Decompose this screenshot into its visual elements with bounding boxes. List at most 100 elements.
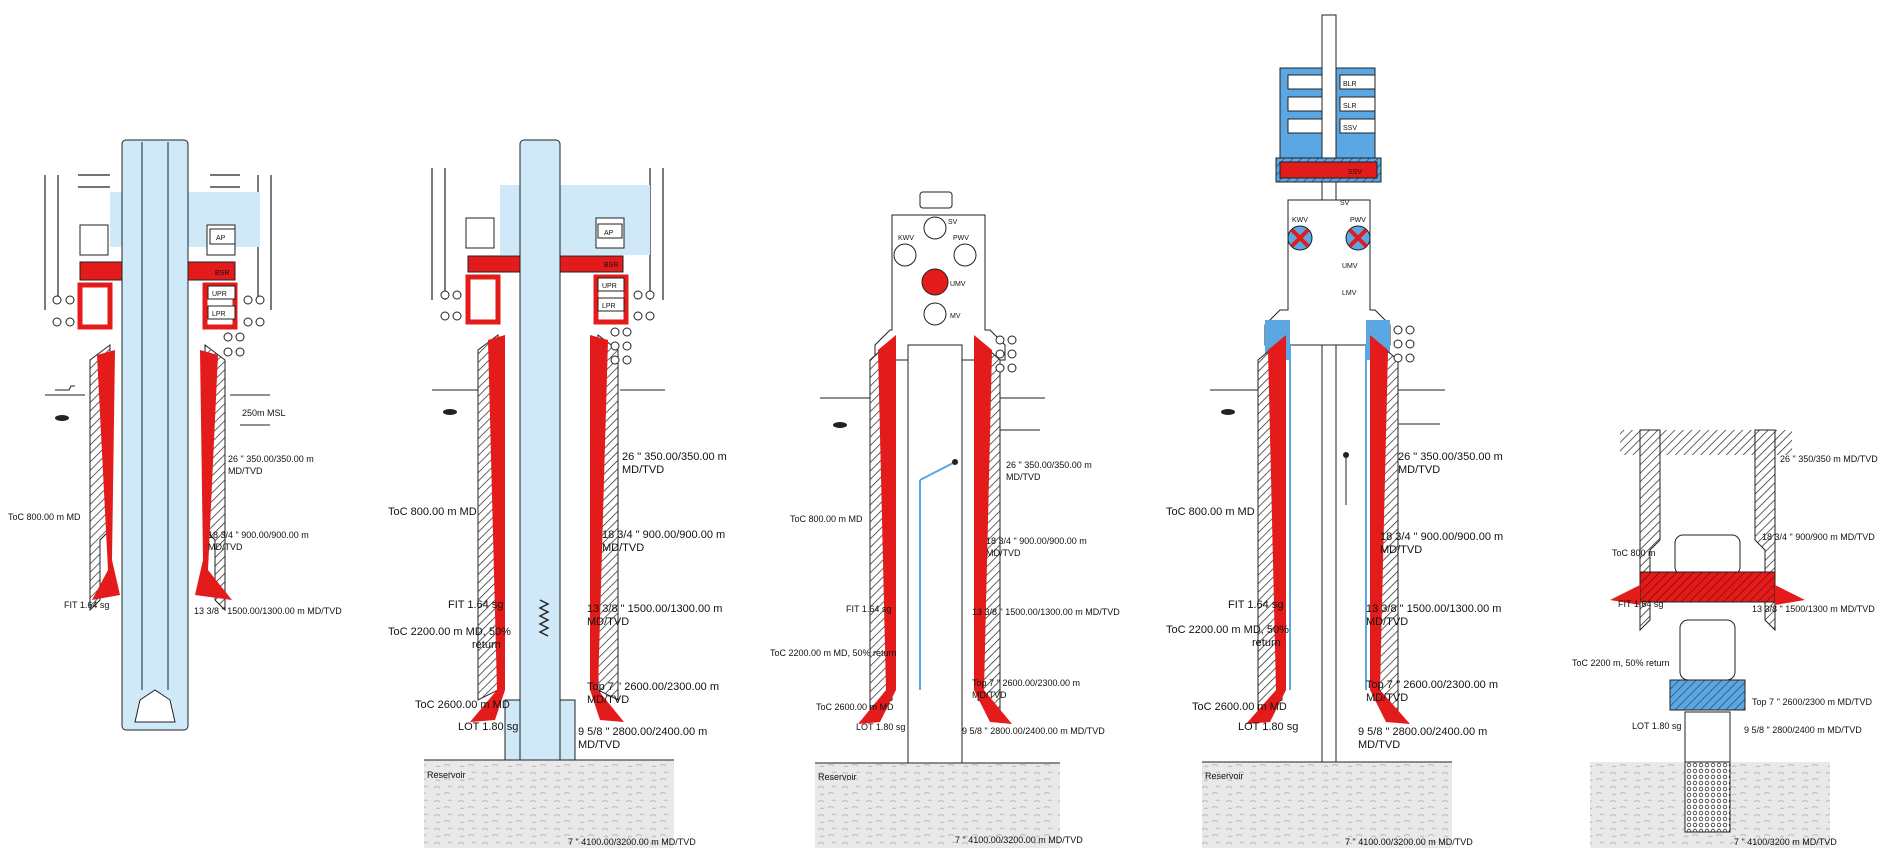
label-casing-26-4: 26 " 350.00/350.00 m <box>1398 451 1503 463</box>
equipment-tag-upr: UPR <box>212 291 227 298</box>
equipment-tag-sv: SV <box>948 219 958 226</box>
label-casing-7-3: 7 " 4100.00/3200.00 m MD/TVD <box>955 835 1083 845</box>
label-lot-5: LOT 1.80 sg <box>1632 721 1681 731</box>
equipment-tag-lpr: LPR <box>212 311 226 318</box>
label-toc-2600-4: ToC 2600.00 m MD <box>1192 701 1287 713</box>
label-fit-3: FIT 1.64 sg <box>846 604 891 614</box>
label-casing-958-4: 9 5/8 " 2800.00/2400.00 m <box>1358 726 1487 738</box>
label-casing-26-3: 26 " 350.00/350.00 m <box>1006 460 1092 470</box>
label-casing-26: 26 " 350.00/350.00 m <box>228 454 314 464</box>
label-casing-13-3: 13 3/8 " 1500.00/1300.00 m MD/TVD <box>972 607 1120 617</box>
riser-frame <box>44 175 272 310</box>
label-top7-3: Top 7 '' 2600.00/2300.00 m <box>972 678 1080 688</box>
diagram-3-christmas-tree: KWV SV PWV UMV MV Reservoir 26 " 350.00/… <box>770 191 1120 848</box>
label-casing-13-4b: MD/TVD <box>1366 616 1408 628</box>
label-lot-4: LOT 1.80 sg <box>1238 721 1298 733</box>
drill-bit <box>134 689 176 723</box>
label-top7-5: Top 7 '' 2600/2300 m MD/TVD <box>1752 697 1872 707</box>
label-toc-2200-3: ToC 2200.00 m MD, 50% return <box>770 648 897 658</box>
equipment-tag-kwv-4: KWV <box>1292 217 1308 224</box>
label-casing-7-5: 7 " 4100/3200 m MD/TVD <box>1734 837 1837 847</box>
equipment-tag-ap-2: AP <box>604 230 614 237</box>
label-casing-13-2b: MD/TVD <box>587 616 629 628</box>
label-fit-4: FIT 1.64 sg <box>1228 599 1283 611</box>
equipment-tag-kwv: KWV <box>898 235 914 242</box>
label-toc-800: ToC 800.00 m MD <box>8 512 81 522</box>
equipment-tag-lpr-2: LPR <box>602 303 616 310</box>
label-casing-958-3: 9 5/8 " 2800.00/2400.00 m MD/TVD <box>962 726 1105 736</box>
label-toc-2200-4b: return <box>1252 637 1281 649</box>
label-casing-18-5: 18 3/4 " 900/900 m MD/TVD <box>1762 532 1875 542</box>
diagram-2-completion-bop: AP BSR UPR LPR Reservoir 26 " 350.00/350… <box>388 139 727 848</box>
label-casing-13-2: 13 3/8 " 1500.00/1300.00 m <box>587 603 722 615</box>
label-fit: FIT 1.64 sg <box>64 600 109 610</box>
label-toc-2600-2: ToC 2600.00 m MD <box>415 699 510 711</box>
equipment-tag-ap: AP <box>216 235 226 242</box>
cement-plug-2 <box>1669 679 1746 711</box>
reservoir-block-3 <box>815 763 1060 848</box>
equipment-tag-upr-2: UPR <box>602 283 617 290</box>
label-top7-3b: MD/TVD <box>972 690 1007 700</box>
label-casing-7-2: 7 " 4100.00/3200.00 m MD/TVD <box>568 837 696 847</box>
label-casing-13: 13 3/8 " 1500.00/1300.00 m MD/TVD <box>194 606 342 616</box>
equipment-tag-bsr: BSR <box>215 270 229 277</box>
equipment-tag-ssv-2: SSV <box>1348 169 1362 176</box>
label-toc-2200-2b: return <box>472 639 501 651</box>
label-casing-958-5: 9 5/8 " 2800/2400 m MD/TVD <box>1744 725 1862 735</box>
label-reservoir-2: Reservoir <box>427 770 466 780</box>
completion-tubing <box>519 139 561 841</box>
diagram-4-subsea-tree-intervention: BLR SLR SSV SSV KWV SV PWV UMV LMV <box>1166 14 1503 848</box>
label-lot-3: LOT 1.80 sg <box>856 722 905 732</box>
drill-string-fluid-column <box>121 139 189 731</box>
label-casing-26-2: 26 " 350.00/350.00 m <box>622 451 727 463</box>
fish-icon-4 <box>1221 409 1235 415</box>
label-casing-958-2b: MD/TVD <box>578 739 620 751</box>
equipment-tag-ssv: SSV <box>1343 125 1357 132</box>
label-fit-5: FIT 1.64 sg <box>1618 599 1663 609</box>
diagram-1-drilling-bop: AP BSR UPR LPR 250m MSL 26 " 350.00/350.… <box>8 139 342 731</box>
equipment-tag-mv: MV <box>950 313 961 320</box>
equipment-tag-umv-4: UMV <box>1342 263 1358 270</box>
cement-plug-1 <box>1639 571 1776 603</box>
cement-left <box>92 350 120 600</box>
equipment-tag-lmv-4: LMV <box>1342 290 1357 297</box>
label-top7-4b: MD/TVD <box>1366 692 1408 704</box>
label-reservoir-3: Reservoir <box>818 772 857 782</box>
label-top7-2b: MD/TVD <box>587 694 629 706</box>
label-toc-800-2: ToC 800.00 m MD <box>388 506 477 518</box>
label-casing-18: 18 3/4 " 900.00/900.00 m <box>208 530 309 540</box>
label-toc-2600-3: ToC 2600.00 m MD <box>816 702 894 712</box>
fish-icon <box>55 415 69 421</box>
label-casing-18-3: 18 3/4 " 900.00/900.00 m <box>986 536 1087 546</box>
production-tubing-3 <box>907 344 963 826</box>
label-toc-2200-2: ToC 2200.00 m MD, 50% <box>388 626 511 638</box>
label-casing-26-4b: MD/TVD <box>1398 464 1440 476</box>
label-casing-26-3b: MD/TVD <box>1006 472 1041 482</box>
label-toc-800-3: ToC 800.00 m MD <box>790 514 863 524</box>
fish-icon-3 <box>833 422 847 428</box>
label-msl: 250m MSL <box>242 408 286 418</box>
equipment-tag-pwv: PWV <box>953 235 969 242</box>
label-toc-2200-4: ToC 2200.00 m MD, 50% <box>1166 624 1289 636</box>
label-casing-18-3b: MD/TVD <box>986 548 1021 558</box>
label-casing-13-4: 13 3/8 " 1500.00/1300.00 m <box>1366 603 1501 615</box>
label-top7-4: Top 7 '' 2600.00/2300.00 m <box>1366 679 1498 691</box>
label-toc-800-5: ToC 800 m <box>1612 548 1656 558</box>
equipment-tag-pwv-4: PWV <box>1350 217 1366 224</box>
reservoir-block-4 <box>1202 762 1452 848</box>
label-casing-958-2: 9 5/8 " 2800.00/2400.00 m <box>578 726 707 738</box>
label-casing-958-4b: MD/TVD <box>1358 739 1400 751</box>
equipment-tag-blr: BLR <box>1343 81 1357 88</box>
wireline-tubing-4 <box>1321 14 1337 846</box>
label-toc-2200-5: ToC 2200 m, 50% return <box>1572 658 1670 668</box>
equipment-tag-bsr-2: BSR <box>604 262 618 269</box>
label-casing-18-2: 18 3/4 " 900.00/900.00 m <box>602 529 725 541</box>
label-casing-18-md: MD/TVD <box>208 542 243 552</box>
equipment-tag-sv-4: SV <box>1340 200 1350 207</box>
label-lot-2: LOT 1.80 sg <box>458 721 518 733</box>
label-casing-7-4: 7 " 4100.00/3200.00 m MD/TVD <box>1345 837 1473 847</box>
label-casing-18-2b: MD/TVD <box>602 542 644 554</box>
label-fit-2: FIT 1.64 sg <box>448 599 503 611</box>
reservoir-block-2 <box>424 760 674 848</box>
